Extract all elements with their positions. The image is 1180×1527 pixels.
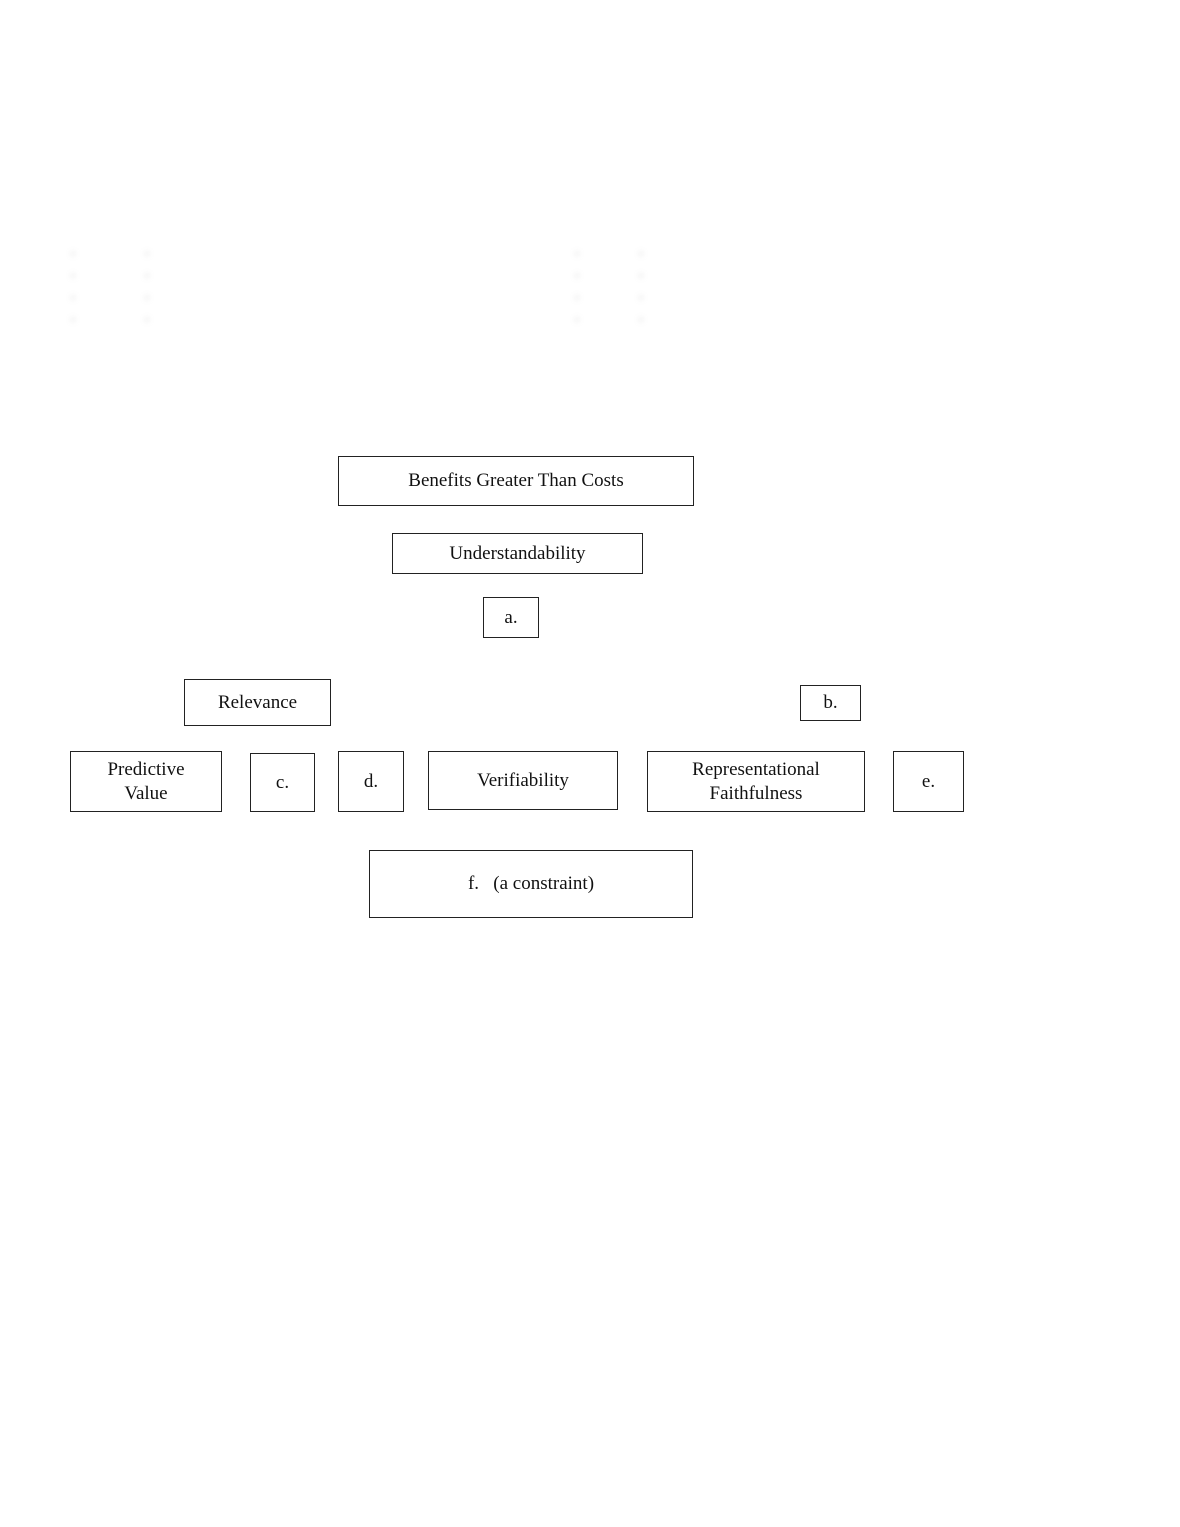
blank-d-box: d.	[338, 751, 404, 812]
blurred-column-2: ····	[144, 246, 150, 329]
representational-faithfulness-label: Representational Faithfulness	[692, 758, 820, 804]
verifiability-box: Verifiability	[428, 751, 618, 810]
predictive-value-box: Predictive Value	[70, 751, 222, 812]
benefits-greater-than-costs-box: Benefits Greater Than Costs	[338, 456, 694, 506]
blank-b-box: b.	[800, 685, 861, 721]
blurred-column-1: ····	[70, 246, 76, 329]
relevance-label: Relevance	[217, 691, 298, 713]
relevance-box: Relevance	[184, 679, 331, 726]
blank-c-label: c.	[275, 771, 290, 793]
blank-d-label: d.	[363, 770, 379, 792]
blank-a-box: a.	[483, 597, 539, 638]
blank-f-constraint-label: f. (a constraint)	[467, 873, 595, 894]
blank-b-label: b.	[823, 692, 838, 713]
understandability-label: Understandability	[449, 542, 586, 564]
blurred-column-3: ····	[574, 246, 580, 329]
representational-faithfulness-box: Representational Faithfulness	[647, 751, 865, 812]
blurred-column-4: ····	[638, 246, 644, 329]
blank-e-box: e.	[893, 751, 964, 812]
blank-c-box: c.	[250, 753, 315, 812]
predictive-value-label: Predictive Value	[107, 758, 185, 804]
understandability-box: Understandability	[392, 533, 643, 574]
blank-e-label: e.	[921, 770, 936, 792]
verifiability-label: Verifiability	[477, 769, 569, 791]
benefits-greater-than-costs-label: Benefits Greater Than Costs	[408, 470, 624, 491]
blank-a-label: a.	[504, 606, 518, 628]
blank-f-constraint-box: f. (a constraint)	[369, 850, 693, 918]
